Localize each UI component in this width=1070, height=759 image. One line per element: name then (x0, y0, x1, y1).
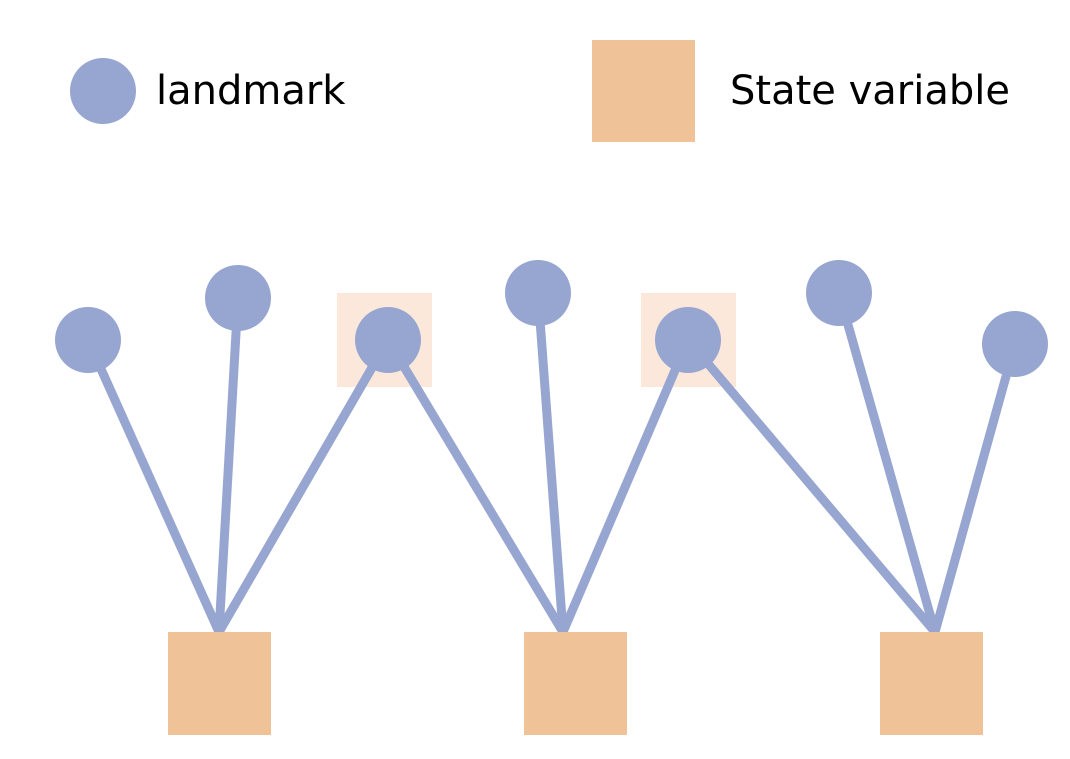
landmark-node (205, 265, 271, 331)
legend-landmark-marker (70, 58, 136, 124)
edge-s3-l7 (930, 339, 1020, 637)
edge-s2-l5 (558, 335, 693, 637)
landmark-nodes (55, 260, 1048, 377)
edge-s1-l3 (214, 335, 393, 637)
edge-s3-l5 (683, 335, 940, 637)
landmark-node (55, 307, 121, 373)
landmark-node (655, 307, 721, 373)
state-node (524, 632, 627, 735)
landmark-node (505, 260, 571, 326)
legend: landmark State variable (70, 40, 1010, 142)
edges (83, 288, 1020, 637)
legend-state-label: State variable (730, 68, 1010, 114)
legend-state-marker (592, 40, 695, 142)
legend-landmark-label: landmark (156, 68, 346, 114)
landmark-node (982, 311, 1048, 377)
edge-s2-l4 (533, 288, 568, 637)
landmark-node (806, 260, 872, 326)
edge-s1-l2 (214, 293, 243, 637)
state-node (168, 632, 271, 735)
edge-s1-l1 (83, 335, 224, 637)
state-node (880, 632, 983, 735)
edge-s3-l6 (834, 288, 940, 637)
state-nodes (168, 632, 983, 735)
edge-s2-l3 (383, 335, 568, 637)
landmark-node (355, 307, 421, 373)
